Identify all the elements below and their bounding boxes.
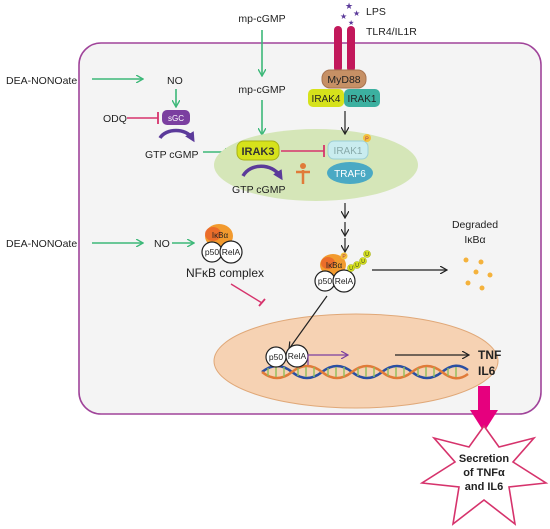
secretion-label-1: Secretion — [459, 453, 509, 465]
nfkb-complex-right — [314, 254, 356, 293]
traf6-label: TRAF6 — [334, 169, 366, 180]
secretion-arrow — [470, 386, 498, 432]
lps-label: LPS — [366, 6, 386, 18]
myd88-protein — [321, 69, 367, 89]
secretion-star — [419, 424, 549, 526]
lps-stars-icon: ★ ★ ★ ★ — [340, 1, 360, 27]
svg-text:★: ★ — [348, 19, 354, 27]
rela-label-right: RelA — [335, 276, 354, 286]
nucleus — [213, 313, 499, 409]
sgc-label: sGC — [168, 114, 184, 123]
no-label-2: NO — [154, 238, 170, 250]
traf6-protein — [327, 162, 373, 184]
dna-helix — [261, 364, 469, 380]
nfkb-inhibition-line — [230, 283, 263, 304]
irak4-label: IRAK4 — [312, 94, 341, 105]
ubiquitin-label-3: U — [361, 259, 365, 265]
gtp-cgmp-label-center: GTP cGMP — [232, 184, 285, 196]
ubiquitin-label-1: U — [349, 266, 353, 272]
phospho-irak1 — [363, 134, 371, 142]
il6-label: IL6 — [478, 364, 496, 378]
p50-nuclear-label: p50 — [269, 352, 283, 362]
receptor-label: TLR4/IL1R — [366, 26, 417, 38]
p50-label-left: p50 — [205, 247, 219, 257]
degraded-label-1: Degraded — [452, 219, 498, 231]
degraded-label-2: IκBα — [464, 234, 485, 246]
irak4-protein — [308, 89, 344, 107]
rela-nuclear-label: RelA — [288, 351, 307, 361]
svg-text:★: ★ — [345, 1, 353, 11]
transcription-arrow — [307, 355, 348, 365]
arrow-nfkb-to-nucleus — [289, 295, 328, 349]
mp-cgmp-label-inside: mp-cGMP — [238, 84, 285, 96]
no-label-1: NO — [167, 75, 183, 87]
gtp-to-cgmp-curve-left — [158, 128, 195, 143]
ubiquitin-chain-icon — [347, 250, 371, 272]
phospho-ikba — [340, 252, 348, 260]
p50-label-right: p50 — [318, 276, 332, 286]
ubiquitin-label-2: U — [355, 263, 359, 269]
odq-label: ODQ — [103, 113, 127, 125]
svg-text:★: ★ — [353, 9, 360, 18]
rela-label-left: RelA — [222, 247, 241, 257]
dea-nonoate-label-2: DEA-NONOate — [6, 238, 77, 250]
inhibitor-figure-icon — [296, 163, 310, 184]
degraded-fragments-icon — [463, 257, 493, 291]
sgc-enzyme — [162, 110, 190, 125]
ikba-label-right: IκBα — [326, 261, 343, 270]
irak3-inhibits-irak1 — [281, 145, 325, 157]
irak1-inhibited-protein — [327, 140, 369, 160]
svg-text:★: ★ — [340, 12, 347, 21]
mp-cgmp-label-outside: mp-cGMP — [238, 13, 285, 25]
irak1-label: IRAK1 — [348, 94, 377, 105]
odq-inhibition — [127, 112, 159, 124]
irak1-protein — [344, 89, 380, 107]
dea-nonoate-label-1: DEA-NONOate — [6, 75, 77, 87]
gtp-cgmp-label-left: GTP cGMP — [145, 149, 198, 161]
phospho-ikba-label: P — [342, 254, 346, 260]
irak1-inhibited-label: IRAK1 — [334, 146, 363, 157]
tnf-label: TNF — [478, 348, 501, 362]
gtp-to-cgmp-curve-center — [241, 164, 283, 181]
secretion-label-2: of TNFα — [463, 467, 505, 479]
irak3-label: IRAK3 — [241, 146, 274, 158]
secretion-label-3: and IL6 — [465, 481, 504, 493]
irak3-protein — [236, 140, 280, 161]
tlr4-receptor — [334, 26, 355, 72]
phospho-irak1-label: P — [365, 137, 369, 143]
nfkb-complex-label: NFκB complex — [186, 266, 264, 280]
nfkb-inhibition-bar — [258, 298, 266, 307]
ubiquitin-label-4: U — [365, 252, 369, 258]
myd88-label: MyD88 — [327, 74, 360, 86]
ikba-label-left: IκBα — [212, 231, 229, 240]
nfkb-complex-left — [201, 224, 243, 264]
